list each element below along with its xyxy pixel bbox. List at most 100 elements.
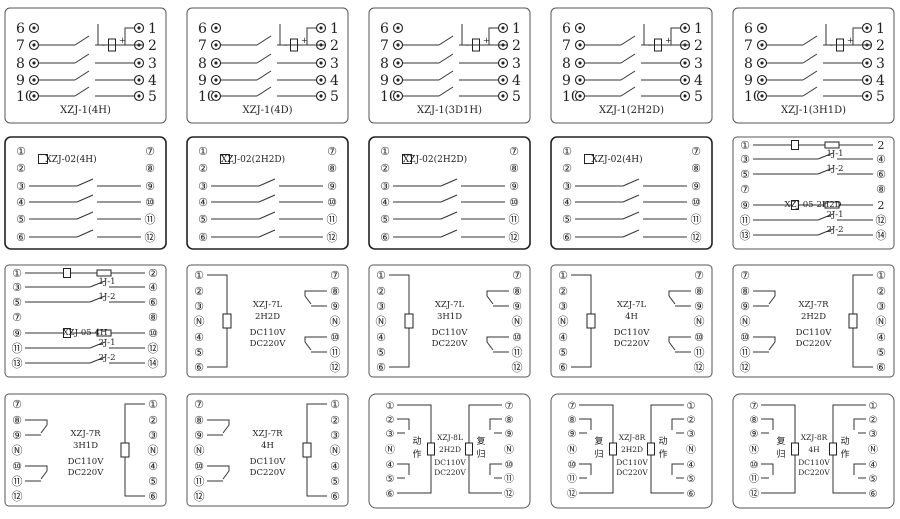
contact-wire [304, 336, 327, 342]
terminal-number: ③ [16, 180, 26, 193]
terminal-number: ③ [869, 429, 878, 440]
terminal-number: ⑪ [512, 346, 523, 359]
contact-config: 2H2D [255, 312, 280, 322]
terminal-number: 3 [148, 56, 157, 72]
terminal-number: ⑥ [386, 489, 395, 500]
contact-wire [671, 418, 684, 430]
terminal [574, 22, 586, 34]
terminal [28, 22, 40, 34]
coil-label: 复 [476, 435, 485, 447]
terminal-number: ⑩ [327, 196, 337, 209]
terminal-number: ⑥ [330, 490, 340, 503]
terminal-screw [214, 61, 218, 65]
voltage-rating: DC110V [68, 457, 105, 467]
terminal-screw [137, 78, 141, 82]
terminal-number: ① [12, 267, 22, 280]
contact-wire [579, 463, 592, 475]
voltage-rating: DC110V [432, 328, 469, 338]
terminal-screw [760, 43, 764, 47]
terminal-number: ② [148, 267, 158, 280]
terminal-number: ① [16, 145, 26, 158]
contact-blade [802, 35, 818, 46]
terminal-number: ⑥ [869, 489, 878, 500]
terminal-number: ⑧ [512, 285, 522, 298]
terminal-number: ⑪ [691, 213, 702, 226]
contact-wire [207, 419, 230, 425]
terminal-number: 6 [198, 21, 207, 37]
terminal-screw [214, 78, 218, 82]
terminal-number: ③ [562, 180, 572, 193]
panel-border [550, 136, 713, 250]
voltage-rating: DC110V [614, 328, 651, 338]
contact-wire [753, 336, 776, 342]
contact-blade [304, 341, 312, 351]
polarity-sign: - [466, 41, 469, 51]
terminal-number: ⑨ [327, 180, 337, 193]
terminal-number: ④ [198, 196, 208, 209]
terminal-screw [683, 94, 687, 98]
terminal-number: 5 [876, 89, 885, 105]
resistor [96, 329, 112, 337]
contact-wire [853, 418, 866, 430]
terminal-number: 3 [694, 56, 703, 72]
terminal-number: ⑥ [148, 490, 158, 503]
terminal-number: ① [558, 269, 568, 282]
voltage-rating: DC110V [250, 328, 287, 338]
terminal-screw [137, 61, 141, 65]
relay-model: XZJ-7R [70, 429, 101, 439]
coil [829, 442, 837, 456]
terminal-number: 3 [876, 56, 885, 72]
terminal-number: ② [198, 162, 208, 175]
terminal-number: 6 [380, 21, 389, 37]
panel-border [368, 136, 531, 250]
terminal-screw [501, 26, 505, 30]
contact-wire [761, 463, 774, 475]
terminal-screw [578, 94, 582, 98]
terminal-number: 8 [16, 56, 25, 72]
contact-blade [622, 178, 640, 187]
terminal-number: ⑨ [691, 180, 701, 193]
terminal-number: 8 [198, 56, 207, 72]
contact-blade [258, 194, 276, 203]
relay-model-title: XZJ-1(3H1D) [781, 105, 846, 116]
terminal-number: ⑦ [691, 145, 701, 158]
terminal-number: Ⓝ [567, 444, 577, 456]
relay-model: XZJ-7L [435, 300, 465, 310]
terminal-number: ⑤ [558, 346, 568, 359]
terminal [497, 22, 509, 34]
contact-blade [620, 86, 636, 97]
terminal-number: ⑩ [691, 196, 701, 209]
terminal-number: ⑪ [504, 473, 514, 485]
terminal-number: ⑩ [505, 460, 514, 471]
terminal-number: Ⓝ [749, 444, 759, 456]
terminal-number: ⑧ [876, 183, 886, 196]
terminal-number: ⑨ [505, 429, 514, 440]
terminal-number: ③ [380, 180, 390, 193]
terminal-number: ⑫ [694, 361, 705, 374]
terminal-screw [137, 94, 141, 98]
terminal-number: ④ [194, 331, 204, 344]
terminal [392, 90, 404, 102]
polarity-sign: + [483, 36, 490, 45]
terminal [756, 22, 768, 34]
terminal-number: ⑪ [327, 213, 338, 226]
terminal-number: ⑩ [194, 460, 204, 473]
terminal-number: ⑧ [330, 285, 340, 298]
terminal-number: ① [380, 145, 390, 158]
terminal-number: ⑥ [380, 231, 390, 244]
terminal-number: ⑤ [740, 168, 750, 181]
terminal-number: ⑤ [12, 296, 22, 309]
terminal [756, 39, 768, 51]
terminal-number: ⑫ [876, 214, 887, 227]
contact-blade [668, 341, 676, 351]
contact-blade [802, 53, 818, 64]
terminal-number: ⑩ [740, 331, 750, 344]
voltage-rating: DC110V [616, 458, 648, 467]
terminal [861, 22, 873, 34]
terminal-number: ⑫ [567, 488, 577, 500]
terminal-number: ⑪ [740, 346, 751, 359]
polarity-sign: - [648, 41, 651, 51]
